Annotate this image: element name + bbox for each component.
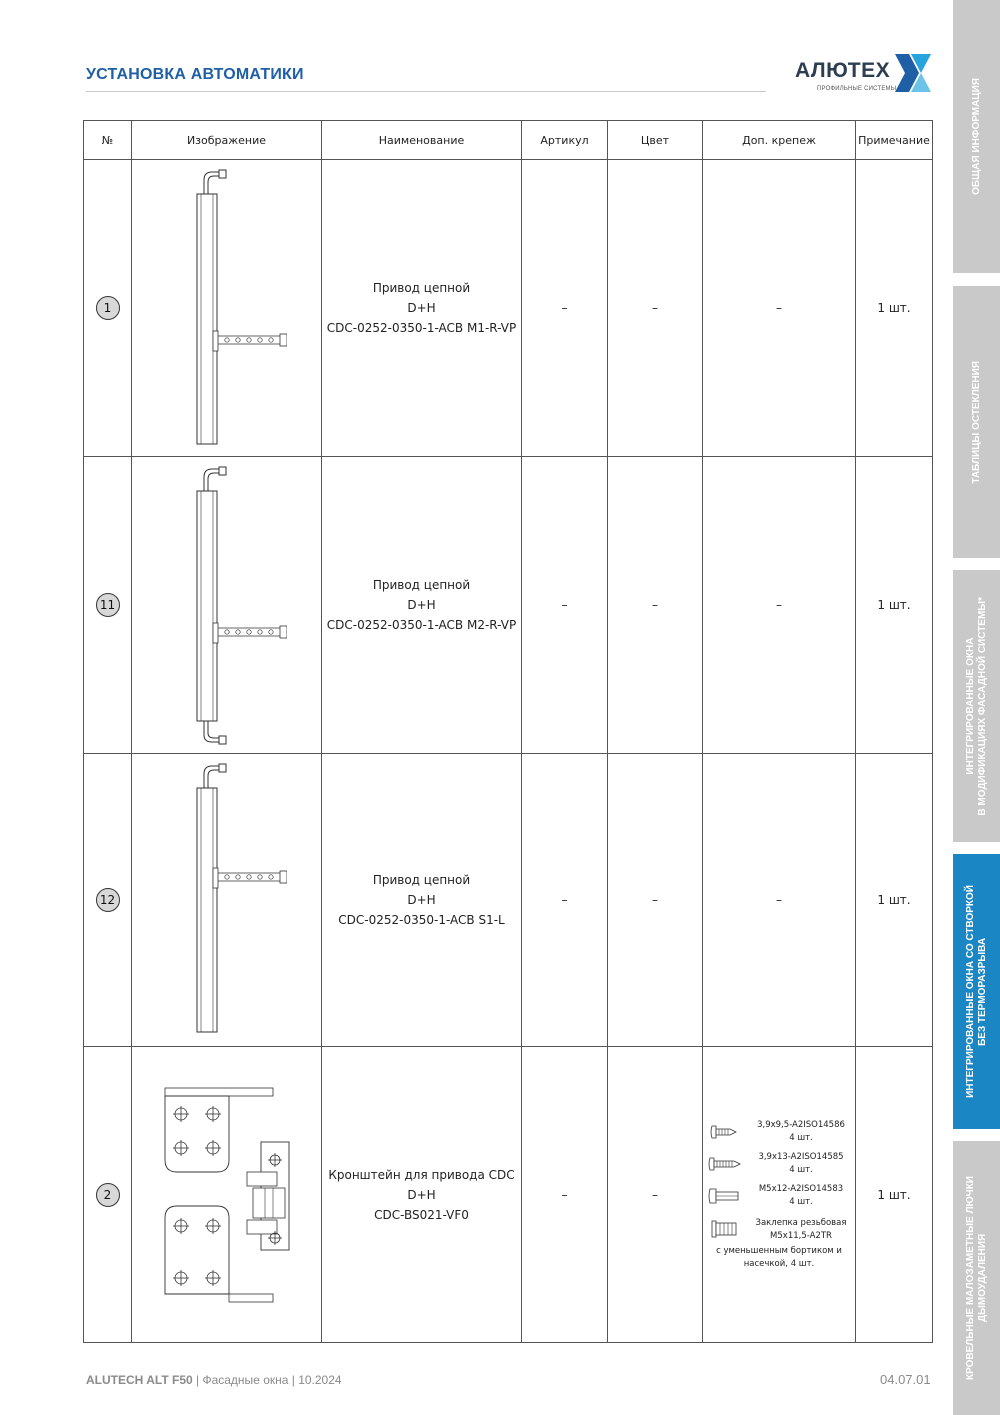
image-cell: [131, 159, 322, 457]
fastener-label: M5x12-A2ISO14583 4 шт.: [758, 1183, 844, 1207]
components-table: № Изображение Наименование Артикул Цвет …: [83, 120, 933, 1343]
row-number-cell: 1: [83, 159, 132, 457]
column-header-article: Артикул: [521, 120, 608, 160]
list-item: 3,9x9,5-A2ISO14586 4 шт.: [703, 1119, 855, 1145]
chain-actuator-drawing-icon: [196, 169, 287, 444]
article-cell: –: [521, 456, 608, 754]
fasteners-cell: –: [702, 456, 856, 754]
tab-label: ИНТЕГРИРОВАННЫЕ ОКНА СО СТВОРКОЙ БЕЗ ТЕР…: [964, 885, 988, 1098]
chain-actuator-drawing-icon: [196, 763, 287, 1033]
name-cell: Привод цепной D+H CDC-0252-0350-1-ACB S1…: [321, 753, 522, 1047]
company-logo: АЛЮТЕХ ПРОФИЛЬНЫЕ СИСТЕМЫ: [790, 52, 940, 98]
logo-text: АЛЮТЕХ: [795, 59, 891, 82]
image-cell: [131, 753, 322, 1047]
fasteners-cell: 3,9x9,5-A2ISO14586 4 шт. 3,9x13-A2ISO145…: [702, 1046, 856, 1343]
tab-label: ТАБЛИЦЫ ОСТЕКЛЕНИЯ: [970, 360, 982, 484]
table-row: 11: [83, 456, 933, 754]
tab-label: КРОВЕЛЬНЫЕ МАЛОЗАМЕТНЫЕ ЛЮЧКИ ДЫМОУДАЛЕН…: [964, 1175, 988, 1380]
name-cell: Привод цепной D+H CDC-0252-0350-1-ACB M1…: [321, 159, 522, 457]
column-header-fasteners: Доп. крепеж: [702, 120, 856, 160]
self-tapping-screw-icon: [703, 1125, 747, 1139]
row-number-cell: 11: [83, 456, 132, 754]
fastener-label: 3,9x13-A2ISO14585 4 шт.: [758, 1151, 844, 1175]
page-title: УСТАНОВКА АВТОМАТИКИ: [86, 66, 304, 83]
tab-roof-hatches[interactable]: КРОВЕЛЬНЫЕ МАЛОЗАМЕТНЫЕ ЛЮЧКИ ДЫМОУДАЛЕН…: [953, 1141, 1000, 1415]
table-row: 12: [83, 753, 933, 1047]
footer-info: ALUTECH ALT F50 | Фасадные окна | 10.202…: [86, 1373, 342, 1387]
note-cell: 1 шт.: [855, 159, 933, 457]
row-number-badge: 11: [95, 593, 120, 617]
article-cell: –: [521, 753, 608, 1047]
note-cell: 1 шт.: [855, 1046, 933, 1343]
tab-integrated-windows-facade[interactable]: ИНТЕГРИРОВАННЫЕ ОКНА В МОДИФИКАЦИЯХ ФАСА…: [953, 570, 1000, 842]
column-header-note: Примечание: [855, 120, 933, 160]
column-header-number: №: [83, 120, 132, 160]
table-row: 1: [83, 159, 933, 457]
table-header-row: № Изображение Наименование Артикул Цвет …: [83, 120, 933, 160]
machine-screw-icon: [703, 1187, 747, 1205]
logo-mark-icon: [895, 54, 931, 92]
logo-subtitle: ПРОФИЛЬНЫЕ СИСТЕМЫ: [817, 86, 897, 92]
fasteners-cell: –: [702, 159, 856, 457]
fastener-extra-label: с уменьшенным бортиком и насечкой, 4 шт.: [716, 1245, 842, 1269]
page-code: 04.07.01: [880, 1372, 931, 1387]
note-cell: 1 шт.: [855, 753, 933, 1047]
fasteners-cell: –: [702, 753, 856, 1047]
color-cell: –: [607, 753, 703, 1047]
color-cell: –: [607, 456, 703, 754]
row-number-cell: 2: [83, 1046, 132, 1343]
list-item: 3,9x13-A2ISO14585 4 шт.: [703, 1151, 855, 1177]
footer-details: | Фасадные окна | 10.2024: [192, 1373, 342, 1387]
image-cell: [131, 456, 322, 754]
footer-brand: ALUTECH ALT F50: [86, 1373, 193, 1387]
tab-label: ОБЩАЯ ИНФОРМАЦИЯ: [970, 78, 982, 195]
list-item: Заклепка резьбовая M5x11,5-A2TR с уменьш…: [703, 1215, 855, 1271]
fasteners-list: 3,9x9,5-A2ISO14586 4 шт. 3,9x13-A2ISO145…: [703, 1107, 855, 1283]
table-row: 2: [83, 1046, 933, 1343]
fastener-label: Заклепка резьбовая M5x11,5-A2TR: [755, 1217, 847, 1241]
tab-label: ИНТЕГРИРОВАННЫЕ ОКНА В МОДИФИКАЦИЯХ ФАСА…: [964, 596, 988, 816]
column-header-image: Изображение: [131, 120, 322, 160]
list-item: M5x12-A2ISO14583 4 шт.: [703, 1183, 855, 1209]
name-cell: Кронштейн для привода CDC D+H CDC-BS021-…: [321, 1046, 522, 1343]
bracket-drawing-icon: [164, 1087, 289, 1302]
fastener-label: 3,9x9,5-A2ISO14586 4 шт.: [757, 1119, 845, 1143]
chain-actuator-drawing-icon: [196, 466, 287, 744]
color-cell: –: [607, 1046, 703, 1343]
title-divider: [86, 91, 766, 92]
note-cell: 1 шт.: [855, 456, 933, 754]
column-header-name: Наименование: [321, 120, 522, 160]
row-number-badge: 2: [95, 1182, 120, 1207]
image-cell: [131, 1046, 322, 1343]
tab-general-info[interactable]: ОБЩАЯ ИНФОРМАЦИЯ: [953, 0, 1000, 273]
color-cell: –: [607, 159, 703, 457]
row-number-badge: 12: [95, 888, 120, 912]
tab-integrated-windows-no-thermal-break[interactable]: ИНТЕГРИРОВАННЫЕ ОКНА СО СТВОРКОЙ БЕЗ ТЕР…: [953, 854, 1000, 1129]
name-cell: Привод цепной D+H CDC-0252-0350-1-ACB M2…: [321, 456, 522, 754]
rivet-nut-icon: [703, 1219, 747, 1239]
row-number-badge: 1: [95, 296, 120, 320]
row-number-cell: 12: [83, 753, 132, 1047]
section-tabs: ОБЩАЯ ИНФОРМАЦИЯ ТАБЛИЦЫ ОСТЕКЛЕНИЯ ИНТЕ…: [953, 0, 1000, 1415]
column-header-color: Цвет: [607, 120, 703, 160]
tab-glazing-tables[interactable]: ТАБЛИЦЫ ОСТЕКЛЕНИЯ: [953, 286, 1000, 558]
article-cell: –: [521, 159, 608, 457]
article-cell: –: [521, 1046, 608, 1343]
self-tapping-screw-long-icon: [703, 1157, 747, 1171]
